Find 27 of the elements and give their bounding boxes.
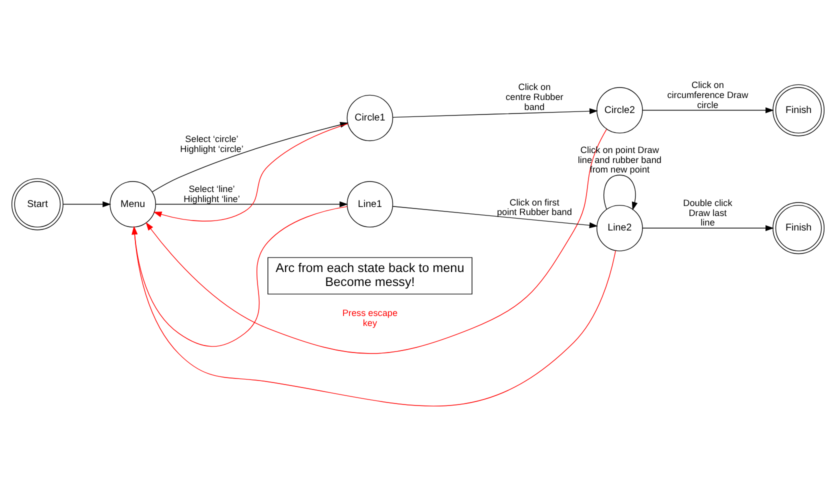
edge-label: Select ‘line’ Highlight ‘line’	[184, 184, 240, 204]
node-circle: Finish	[772, 202, 825, 254]
node-circle: Line1	[346, 181, 394, 228]
arrow	[642, 225, 774, 232]
edge-label: Click on first point Rubber band	[496, 197, 572, 218]
node-box: Arc from each state back to menu Become messy!	[268, 257, 472, 294]
arrow	[153, 123, 348, 222]
arrow	[392, 206, 598, 228]
edge-label: Press escape key	[342, 308, 398, 328]
arrow	[642, 107, 774, 114]
arrow	[155, 201, 348, 208]
arrow	[132, 226, 616, 406]
node-circle: Circle2	[596, 87, 643, 134]
node-circle: Start	[11, 178, 64, 230]
arrow	[132, 206, 348, 347]
edge-label: Click on circumference Draw circle	[667, 80, 748, 110]
arrow	[146, 128, 607, 354]
node-circle: Circle1	[346, 94, 394, 142]
node-circle: Line2	[596, 204, 643, 252]
edge-label: Select ‘circle’ Highlight ‘circle’	[180, 134, 244, 154]
node-circle: Finish	[772, 84, 825, 136]
arrow	[62, 201, 112, 208]
edge-label: Double click Draw last line	[683, 198, 732, 228]
node-circle: Menu	[110, 181, 156, 228]
arrow	[392, 108, 598, 118]
arrow	[604, 174, 638, 210]
edge-label: Click on centre Rubber band	[506, 82, 564, 112]
